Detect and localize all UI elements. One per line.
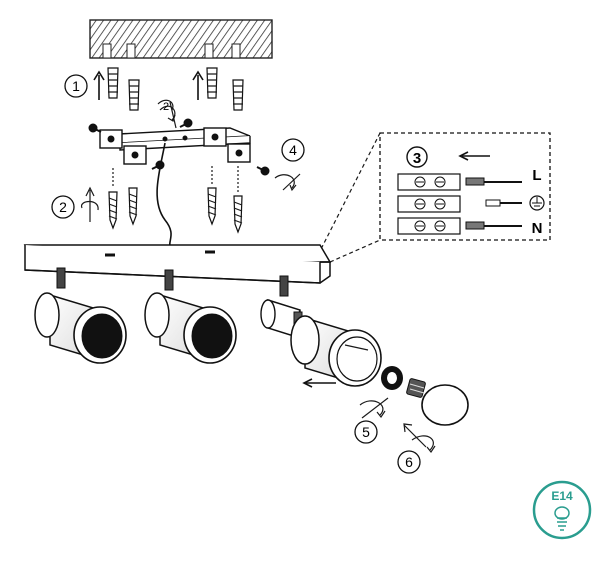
light-bulb-icon bbox=[406, 378, 469, 426]
step-3-label: 3 bbox=[413, 150, 421, 167]
live-label: L bbox=[532, 167, 541, 184]
power-cable bbox=[156, 142, 173, 251]
arrow-up-icon bbox=[93, 70, 204, 100]
spotlight-3 bbox=[260, 275, 382, 387]
step-5-marker: 5 bbox=[354, 397, 389, 444]
wiring-inset: 3 L N bbox=[317, 132, 551, 263]
e14-label: E14 bbox=[551, 489, 573, 503]
step-4-marker: 4 bbox=[274, 138, 305, 192]
step-2-label: 2 bbox=[59, 199, 67, 215]
wood-screws bbox=[108, 166, 243, 234]
ground-icon bbox=[529, 195, 545, 211]
step-2-marker: 2 bbox=[51, 195, 75, 219]
step-4-label: 4 bbox=[289, 142, 297, 158]
wall-plugs bbox=[107, 67, 244, 111]
spotlight-2 bbox=[144, 269, 237, 364]
step-6-marker: 6 bbox=[397, 423, 436, 474]
step-6-label: 6 bbox=[405, 454, 413, 470]
mounting-bracket bbox=[99, 127, 251, 165]
step-5-label: 5 bbox=[362, 424, 370, 440]
lock-ring bbox=[381, 366, 403, 390]
step-1-label: 1 bbox=[72, 78, 80, 94]
ceiling-block bbox=[89, 19, 273, 59]
bulb-socket-icon bbox=[554, 506, 570, 531]
arrow-left-icon bbox=[302, 378, 336, 388]
e14-badge: E14 bbox=[532, 480, 592, 540]
step-2-small-label: 2 bbox=[163, 101, 169, 113]
neutral-label: N bbox=[532, 220, 543, 237]
spotlight-1 bbox=[34, 267, 127, 364]
step-2-marker-top: 2 bbox=[157, 99, 174, 113]
screwdriver-rotate-icon bbox=[81, 186, 99, 222]
step-1-marker: 1 bbox=[64, 74, 88, 98]
